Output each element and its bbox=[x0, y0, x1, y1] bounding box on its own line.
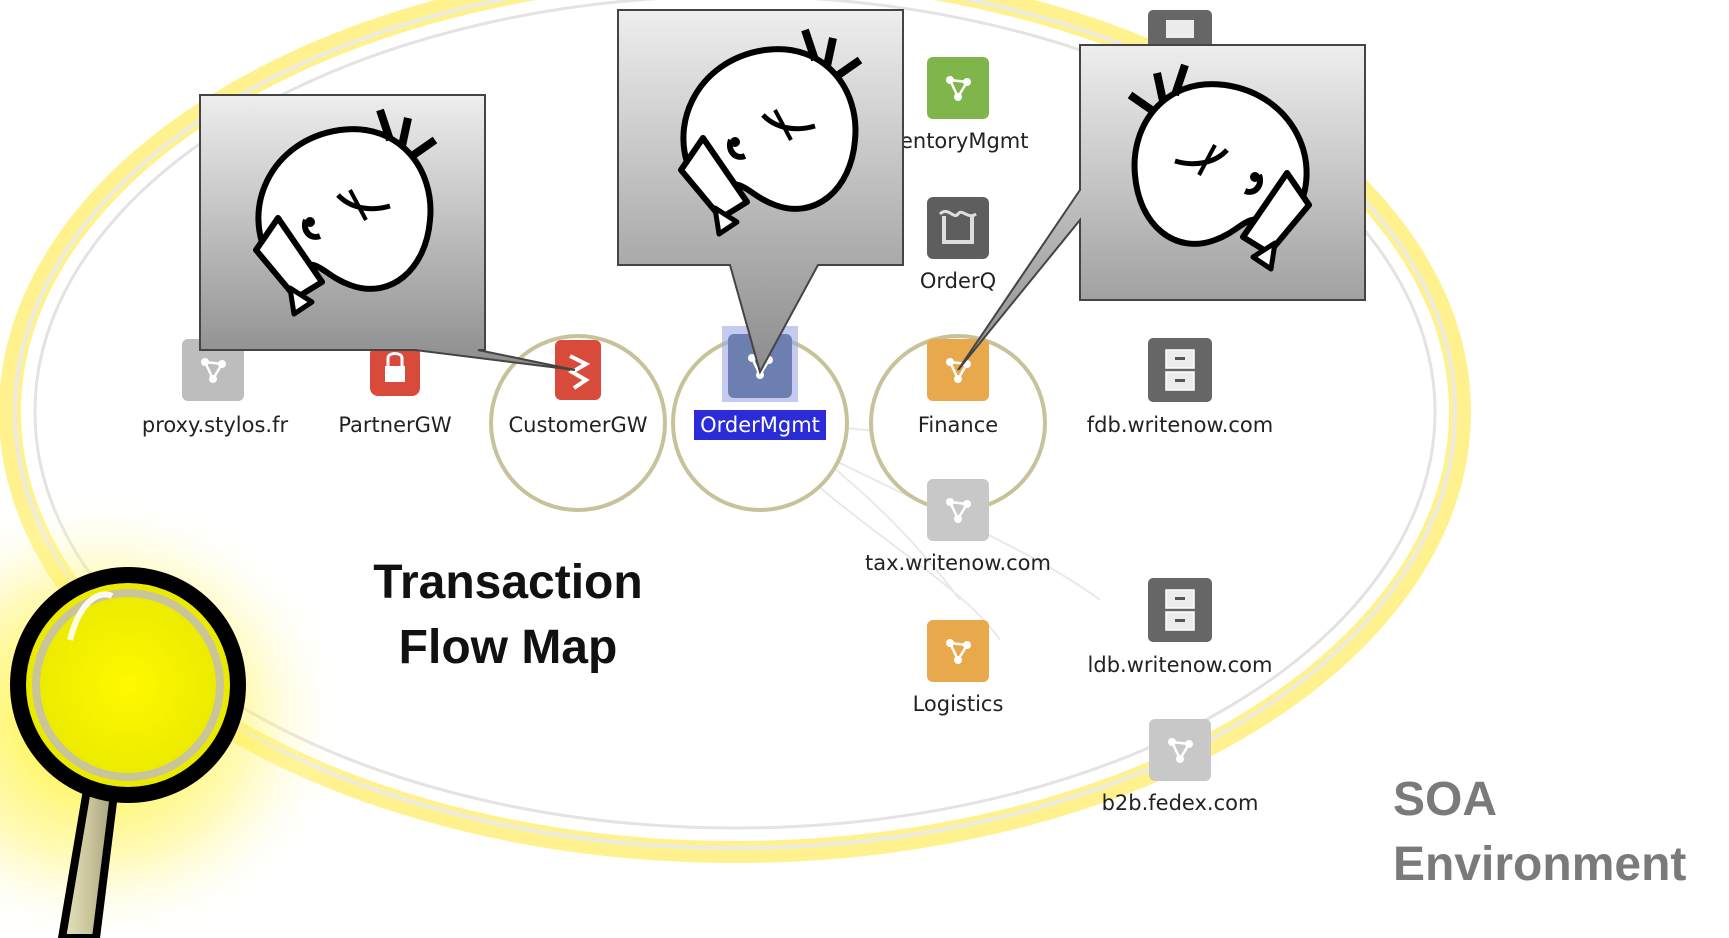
node-inventory[interactable]: ventoryMgmt bbox=[888, 57, 1029, 153]
node-label: CustomerGW bbox=[508, 413, 647, 437]
database-cabinet-icon bbox=[1148, 578, 1212, 642]
environment-label-line1: SOA bbox=[1393, 773, 1497, 826]
node-orderq[interactable]: OrderQ bbox=[920, 197, 996, 293]
node-customergw[interactable]: CustomerGW bbox=[508, 340, 648, 437]
node-label: tax.writenow.com bbox=[865, 551, 1051, 575]
environment-label-line2: Environment bbox=[1393, 838, 1686, 891]
database-cabinet-icon bbox=[1148, 338, 1212, 402]
node-label: b2b.fedex.com bbox=[1102, 791, 1259, 815]
diagram-title-line2: Flow Map bbox=[399, 621, 618, 674]
node-label: Logistics bbox=[913, 692, 1004, 716]
callout-customergw bbox=[199, 94, 576, 371]
ring-customergw bbox=[489, 334, 667, 512]
highlight-rings bbox=[489, 334, 1047, 512]
node-label: proxy.stylos.fr bbox=[142, 413, 289, 437]
node-fdb-top bbox=[1148, 10, 1212, 50]
orange-service-icon bbox=[927, 620, 989, 682]
callout-ordermgmt bbox=[617, 9, 904, 375]
label-selection bbox=[694, 410, 826, 440]
node-ordermgmt[interactable]: OrderMgmt bbox=[694, 326, 826, 440]
node-partnergw[interactable]: PartnerGW bbox=[338, 346, 452, 437]
node-label: OrderMgmt bbox=[700, 413, 820, 437]
environment-boundary bbox=[0, 0, 1471, 863]
node-finance[interactable]: Finance bbox=[918, 339, 998, 437]
node-label: ldb.writenow.com bbox=[1088, 653, 1273, 677]
queue-icon bbox=[927, 197, 989, 259]
node-proxy[interactable]: proxy.stylos.fr bbox=[142, 339, 289, 437]
node-b2b[interactable]: b2b.fedex.com bbox=[1102, 719, 1259, 815]
node-label: fdb.writenow.com bbox=[1087, 413, 1273, 437]
diagram-title-line1: Transaction bbox=[373, 556, 642, 609]
node-label: OrderQ bbox=[920, 269, 996, 293]
gray-service-icon bbox=[1149, 719, 1211, 781]
green-service-icon bbox=[927, 57, 989, 119]
node-label: PartnerGW bbox=[338, 413, 452, 437]
node-ldb[interactable]: ldb.writenow.com bbox=[1088, 578, 1273, 677]
node-label: ventoryMgmt bbox=[888, 129, 1029, 153]
node-tax[interactable]: tax.writenow.com bbox=[865, 479, 1051, 575]
gray-service-icon bbox=[927, 479, 989, 541]
callout-finance bbox=[957, 44, 1366, 371]
node-logistics[interactable]: Logistics bbox=[913, 620, 1004, 716]
node-label: Finance bbox=[918, 413, 998, 437]
node-fdb[interactable]: fdb.writenow.com bbox=[1087, 338, 1273, 437]
magnifying-glass-icon bbox=[10, 567, 246, 938]
gray-service-icon bbox=[182, 339, 244, 401]
